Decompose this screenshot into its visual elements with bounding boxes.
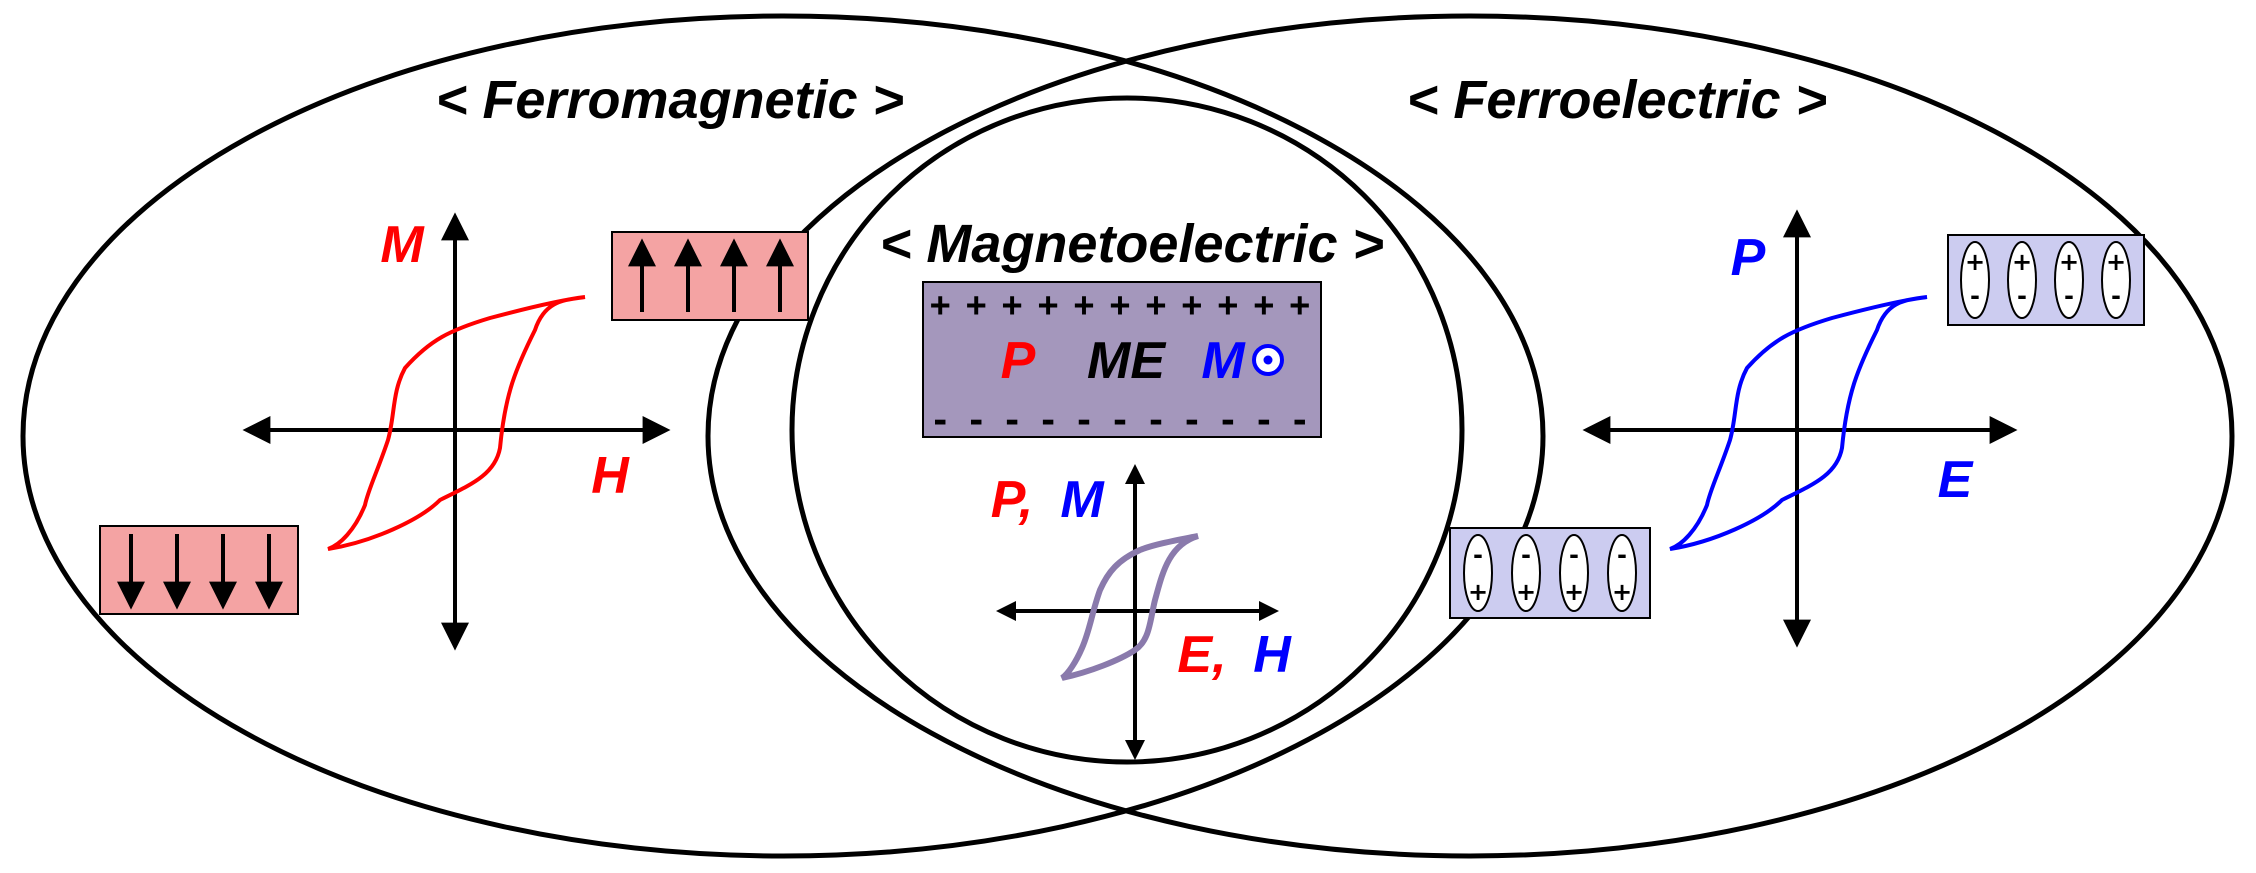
dipole-up-icon: + - (2101, 241, 2131, 319)
me-x-label-e: E, (1177, 626, 1226, 684)
ferroelectric-title: < Ferroelectric > (1407, 70, 1827, 130)
ferromagnetic-title: < Ferromagnetic > (436, 70, 904, 130)
me-p-label: P (1001, 332, 1036, 390)
fm-y-label: M (380, 216, 425, 274)
dipole-down-icon: - + (1607, 534, 1637, 612)
circle-dot-icon (1252, 344, 1284, 376)
fm-hysteresis-loop (327, 295, 586, 551)
fm-up-domains-box (611, 231, 809, 321)
ferroelectric-plot: P E (1582, 209, 2018, 648)
fe-hysteresis-loop (1669, 295, 1928, 551)
fe-x-label: E (1938, 451, 1974, 509)
me-plot: P, M E, H (991, 464, 1292, 760)
magnetoelectric-title: < Magnetoelectric > (880, 214, 1384, 274)
me-hysteresis-loop (1060, 533, 1200, 681)
ferromagnetic-ellipse (20, 13, 1546, 859)
fm-down-domains-box (99, 525, 299, 615)
svg-text:+: + (1564, 578, 1584, 606)
me-m-label: M (1201, 332, 1246, 390)
svg-text:+: + (1516, 578, 1536, 606)
me-y-label-m: M (1060, 471, 1105, 529)
me-x-label-h: H (1253, 626, 1292, 684)
svg-text:-: - (1521, 541, 1531, 569)
svg-text:-: - (1617, 541, 1627, 569)
dipole-up-icon: + - (2054, 241, 2084, 319)
fm-x-label: H (591, 447, 630, 505)
svg-text:-: - (1970, 282, 1980, 310)
svg-text:-: - (2017, 282, 2027, 310)
fe-y-label: P (1731, 229, 1766, 287)
svg-text:-: - (1473, 541, 1483, 569)
svg-text:-: - (2111, 282, 2121, 310)
dipole-up-icon: + - (1960, 241, 1990, 319)
svg-text:+: + (1468, 578, 1488, 606)
dipole-up-icon: + - (2007, 241, 2037, 319)
me-y-label-p: P, (991, 471, 1033, 529)
dipole-down-icon: - + (1463, 534, 1493, 612)
magnetoelectric-ellipse (789, 95, 1465, 765)
svg-text:+: + (1965, 248, 1985, 276)
me-capacitor-box: +++++++++++ P ME M - - - - - - - - - - - (922, 281, 1322, 441)
svg-text:-: - (2064, 282, 2074, 310)
ferroelectric-ellipse (705, 13, 2235, 859)
ferromagnetic-plot: M H (242, 212, 671, 651)
dipole-down-icon: - + (1511, 534, 1541, 612)
svg-text:-: - (1569, 541, 1579, 569)
me-bottom-charges: - - - - - - - - - - - (930, 401, 1310, 441)
dipole-down-icon: - + (1559, 534, 1589, 612)
svg-text:+: + (1612, 578, 1632, 606)
svg-text:+: + (2012, 248, 2032, 276)
fe-up-dipoles-box: + - + - + - + - (1947, 234, 2145, 326)
svg-text:+: + (2106, 248, 2126, 276)
svg-text:+: + (2059, 248, 2079, 276)
fe-down-dipoles-box: - + - + - + - + (1449, 527, 1651, 619)
me-center-label: ME (1087, 332, 1166, 390)
